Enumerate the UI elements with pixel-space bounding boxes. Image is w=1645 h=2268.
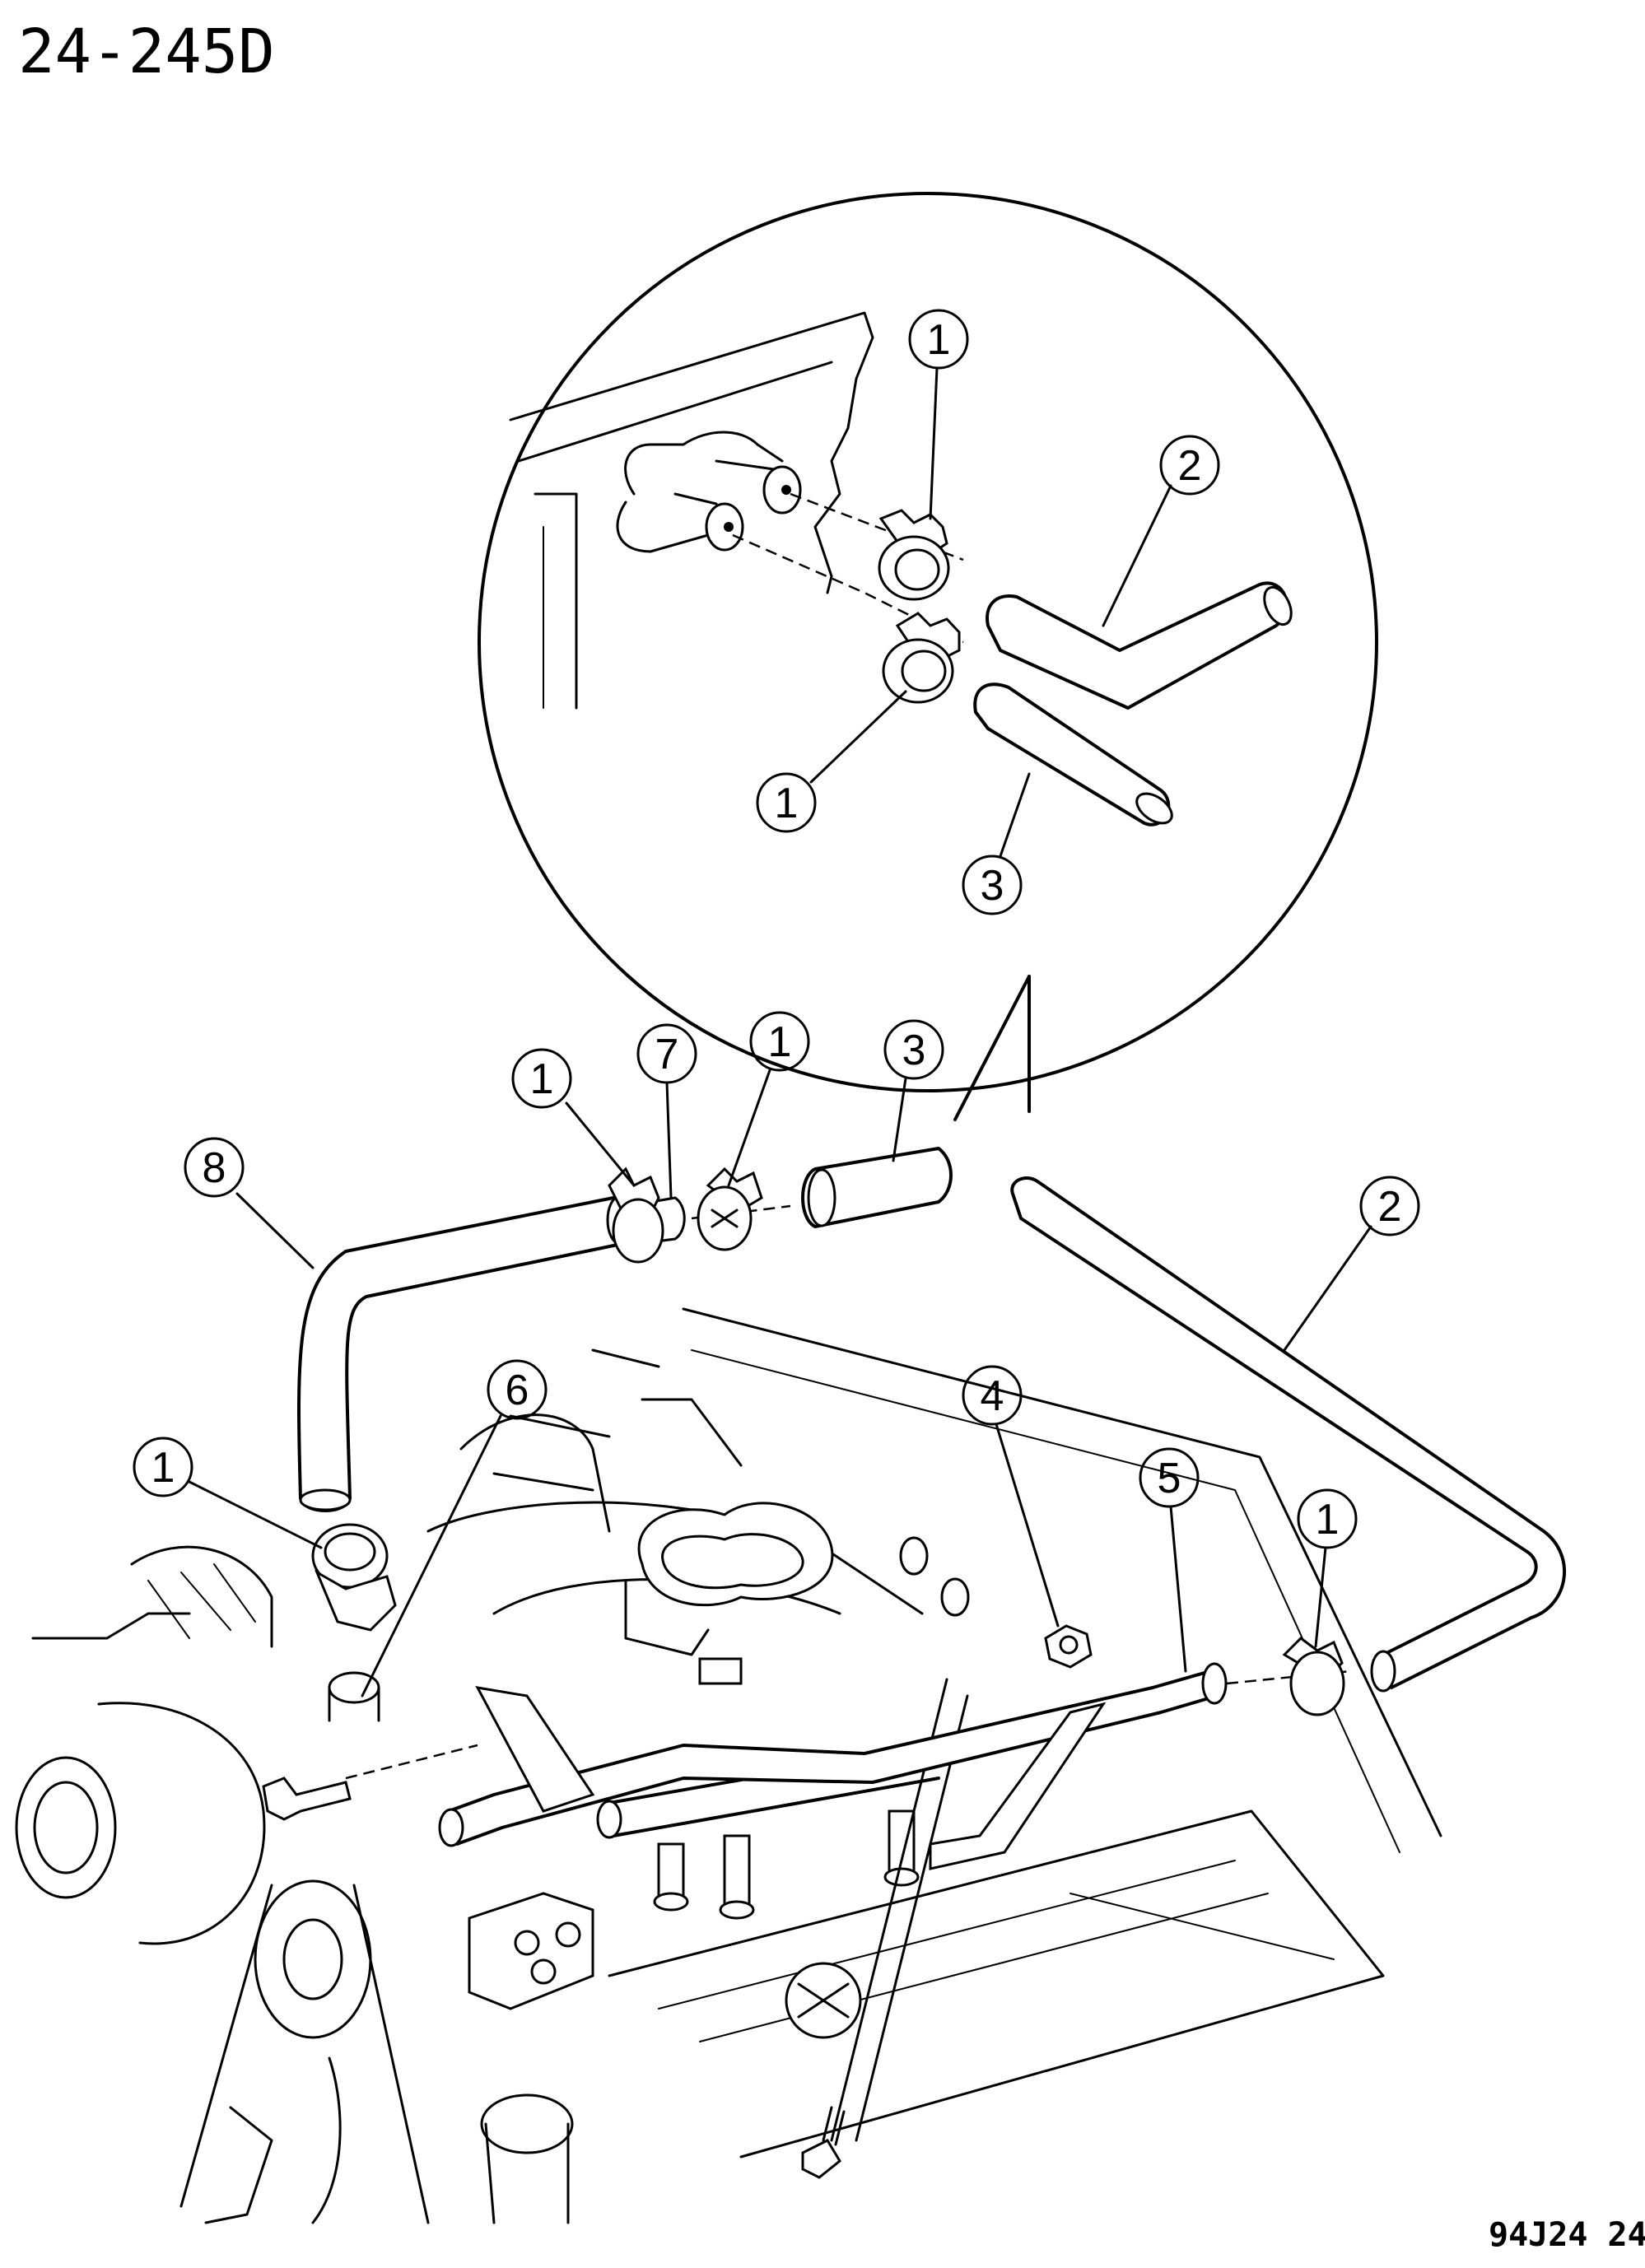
callout-1b: 1 (727, 1011, 810, 1187)
detail-background (509, 311, 874, 710)
fuel-injectors (653, 1809, 920, 1920)
callout-2: 2 (1283, 1176, 1420, 1352)
svg-text:1: 1 (151, 1444, 175, 1492)
detail-callout-2: 2 (1102, 435, 1220, 627)
detail-hose-clamp-upper (878, 509, 950, 601)
svg-text:3: 3 (981, 862, 1004, 910)
callout-5: 5 (1139, 1447, 1200, 1673)
callout-1a: 1 (511, 1048, 636, 1187)
svg-text:3: 3 (902, 1027, 926, 1074)
svg-text:1: 1 (768, 1018, 792, 1066)
hose-clamp-main-c (311, 1523, 397, 1632)
callout-3: 3 (883, 1019, 944, 1162)
nut-4 (1044, 1624, 1093, 1669)
svg-text:2: 2 (1178, 442, 1202, 490)
hose-clamp-main-a (608, 1167, 664, 1264)
callout-4: 4 (962, 1365, 1060, 1628)
detail-circle (478, 192, 1378, 1092)
detail-heater-hose-3 (973, 682, 1171, 827)
svg-text:2: 2 (1378, 1183, 1402, 1231)
detail-hose-clamp-lower (882, 612, 961, 704)
svg-text:5: 5 (1158, 1455, 1181, 1502)
detail-callout-1b: 1 (756, 690, 907, 833)
assembly-line-bolt (345, 1744, 478, 1780)
svg-text:4: 4 (981, 1372, 1004, 1420)
bolt-lower (801, 2106, 846, 2179)
figure-code: 24-245D (18, 16, 275, 87)
svg-text:6: 6 (506, 1367, 529, 1414)
callout-8: 8 (184, 1137, 315, 1269)
fitting-6 (328, 1671, 380, 1722)
detail-heater-hose-2 (986, 581, 1289, 710)
bolt-left (262, 1777, 352, 1821)
svg-text:7: 7 (655, 1031, 679, 1078)
main-view: 1 7 1 3 8 2 6 (15, 1011, 1566, 2224)
engine-background (15, 1307, 1442, 2224)
callout-1c: 1 (1297, 1488, 1358, 1648)
heater-tube-assembly (438, 1662, 1228, 1870)
hose-clamp-main-d (1282, 1637, 1345, 1716)
detail-callout-3: 3 (962, 772, 1031, 915)
assembly-line-2-clamp (1226, 1670, 1351, 1685)
svg-text:8: 8 (203, 1144, 226, 1192)
hose-clamp-main-b (697, 1167, 763, 1251)
svg-text:1: 1 (530, 1055, 554, 1103)
detail-view: 1 2 1 3 (478, 192, 1378, 1121)
svg-text:1: 1 (775, 780, 799, 827)
detail-callout-1a: 1 (908, 309, 969, 520)
heater-hose-3 (801, 1147, 953, 1228)
footer-code: 94J24 245 (1489, 2216, 1645, 2254)
svg-text:1: 1 (927, 316, 951, 364)
detail-leader (953, 975, 1031, 1121)
callout-7: 7 (636, 1023, 697, 1199)
heater-hose-8 (297, 1196, 627, 1512)
svg-text:1: 1 (1316, 1496, 1340, 1544)
heater-hose-2 (1010, 1176, 1566, 1689)
callout-1d: 1 (133, 1437, 323, 1549)
assembly-line-clamp-7 (691, 1204, 791, 1220)
callout-6: 6 (361, 1359, 548, 1698)
